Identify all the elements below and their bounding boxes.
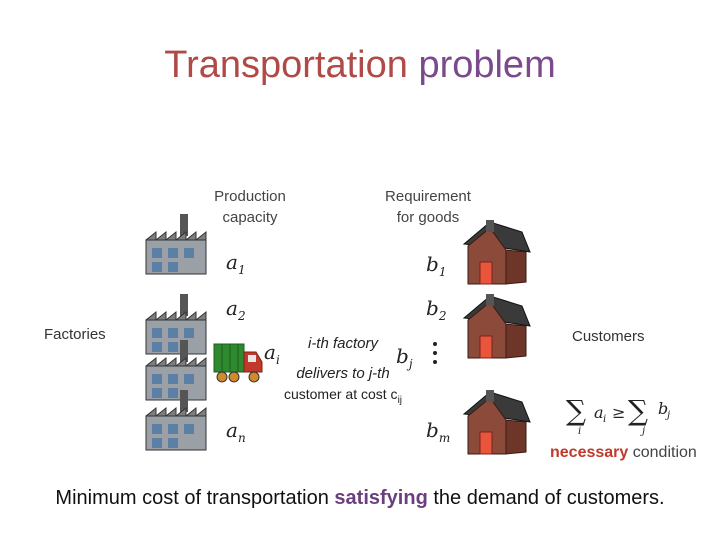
supply-an: an [226,418,246,445]
svg-text:≥: ≥ [612,403,625,422]
truck-icon [213,343,263,383]
demand-bm: bm [426,418,451,445]
demand-b2: b2 [426,296,447,323]
customers-label: Customers [572,328,645,345]
svg-text:j: j [640,426,645,436]
delivery-note: i-th factory delivers to j-th customer a… [283,335,403,406]
sum-lhs-icon: ∑ [566,394,586,427]
factories-label: Factories [44,326,106,343]
svg-text:b: b [658,399,668,418]
requirement-header: Requirement for goods [385,188,471,226]
title-word-2: problem [418,44,556,86]
condition-formula: ∑ i a i ≥ ∑ j b j [566,394,670,436]
bottom-caption: Minimum cost of transportation satisfyin… [55,487,665,509]
house-icon [463,293,531,359]
svg-text:j: j [665,410,670,421]
house-icon [463,389,531,455]
slide-title: Transportation problem [0,44,720,87]
title-word-1: Transportation [164,44,408,86]
necessary-condition-label: necessary condition [550,444,697,461]
supply-a2: a2 [226,296,246,323]
production-capacity-header: Production capacity [214,188,286,226]
house-icon [463,219,531,285]
demand-bj: bj [396,344,413,371]
svg-text:i: i [578,426,581,436]
supply-a1: a1 [226,250,246,277]
demand-b1: b1 [426,252,447,279]
sum-rhs-icon: ∑ [628,394,648,427]
supply-ai: ai [264,340,280,367]
factory-icon [145,213,207,275]
svg-text:i: i [603,414,606,425]
vertical-ellipsis-icon [433,342,437,364]
factory-icons [145,213,207,451]
svg-text:a: a [594,403,604,422]
house-icons [463,219,531,455]
factory-icon [145,293,207,355]
